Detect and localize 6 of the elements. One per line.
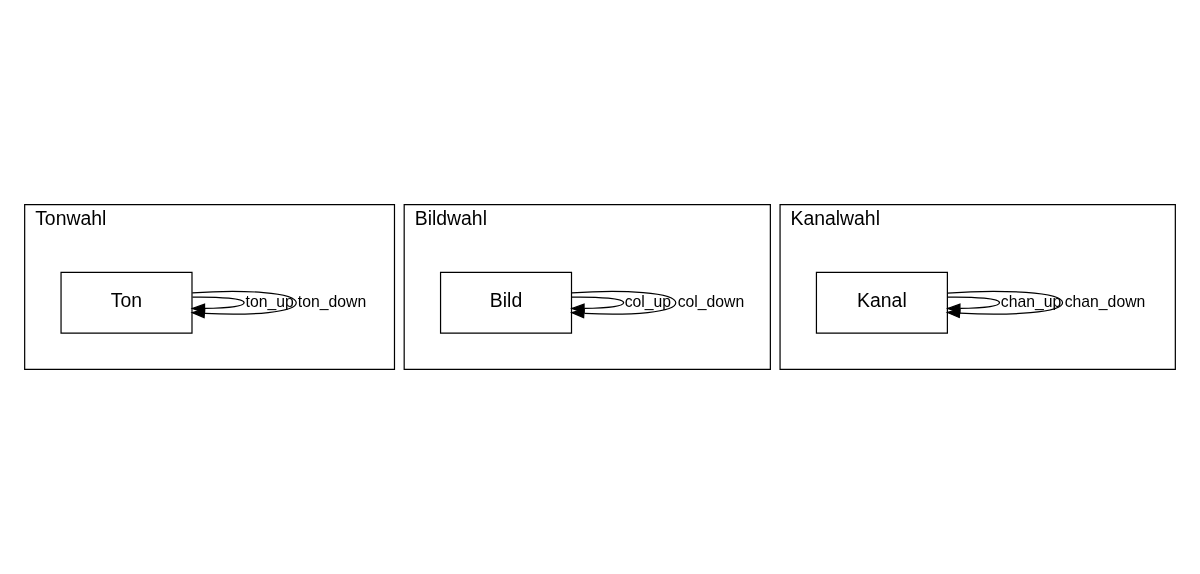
edge-label: col_down bbox=[677, 292, 745, 310]
edge-label: chan_down bbox=[1064, 292, 1146, 310]
edge-label: chan_up bbox=[1000, 292, 1062, 310]
edge-label: ton_up bbox=[245, 292, 294, 310]
edge-label: ton_down bbox=[297, 292, 367, 310]
edge-label: col_up bbox=[624, 292, 672, 310]
